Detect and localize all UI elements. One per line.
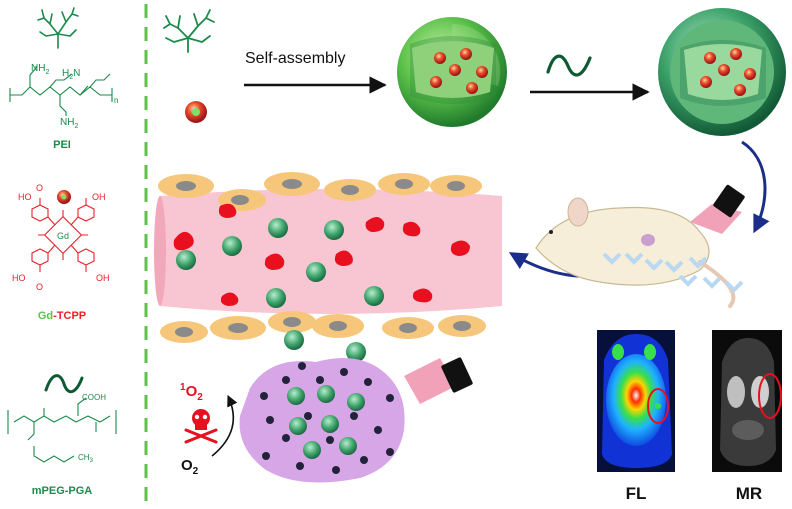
singlet-oxygen-label: 1O2	[180, 382, 203, 403]
tcpp-oh-br: OH	[96, 273, 110, 283]
injection-arrow	[741, 140, 770, 234]
gd-tcpp-dot-core-icon	[61, 194, 67, 200]
self-assembly-label: Self-assembly	[245, 50, 345, 67]
oxygen-label: O2	[181, 457, 199, 477]
pei-tree-top-icon	[163, 9, 215, 53]
pei-structure	[9, 66, 113, 116]
mpeg-wave-top-icon	[546, 54, 592, 77]
fl-label: FL	[626, 484, 647, 503]
fl-image-panel	[597, 330, 675, 472]
tcpp-ho-tl: HO	[18, 192, 32, 202]
skull-icon	[184, 409, 218, 444]
sphere1-dots	[430, 48, 488, 94]
pei-nh2-bottom: NH2	[60, 117, 78, 130]
mr-label: MR	[736, 484, 762, 503]
mpeg-structure	[7, 397, 117, 463]
pei-label: PEI	[53, 139, 71, 151]
tcpp-center-gd: Gd	[57, 231, 69, 241]
pei-h2n: H2N	[62, 68, 80, 81]
mpeg-pga-label: mPEG-PGA	[32, 485, 93, 497]
tumor-cell-nuclei	[260, 362, 394, 474]
blood-vessel	[154, 189, 502, 314]
oxygen-conversion-arrow	[211, 394, 238, 457]
sphere2-dots	[700, 48, 756, 96]
tcpp-oh-tr: OH	[92, 192, 106, 202]
pei-n-subscript: n	[114, 96, 118, 105]
mr-image-panel	[712, 330, 782, 472]
pei-tree-icon	[37, 7, 79, 49]
mpeg-wave-icon	[44, 374, 84, 394]
tcpp-structure	[31, 198, 95, 272]
red-blood-cells	[173, 203, 470, 306]
pei-nh2-top: NH2	[31, 63, 49, 76]
gd-tcpp-label: Gd-TCPP	[38, 310, 86, 322]
tcpp-o-bl: O	[36, 282, 43, 292]
mpeg-ch3: CH3	[78, 453, 94, 464]
tumor-laser-icon	[404, 357, 473, 404]
mouse-illustration	[535, 197, 736, 308]
gd-tcpp-top-core-icon	[192, 108, 200, 116]
mpeg-cooh: COOH	[82, 393, 106, 402]
endothelial-cells-top	[158, 172, 482, 211]
tcpp-o-tl: O	[36, 183, 43, 193]
light-chevrons	[602, 252, 744, 293]
endothelial-cells-bottom	[160, 311, 486, 343]
circulating-nanoparticles	[176, 218, 384, 362]
tumor-nanoparticles	[287, 385, 365, 459]
tcpp-ho-bl: HO	[12, 273, 26, 283]
laser-device-icon	[690, 184, 745, 234]
